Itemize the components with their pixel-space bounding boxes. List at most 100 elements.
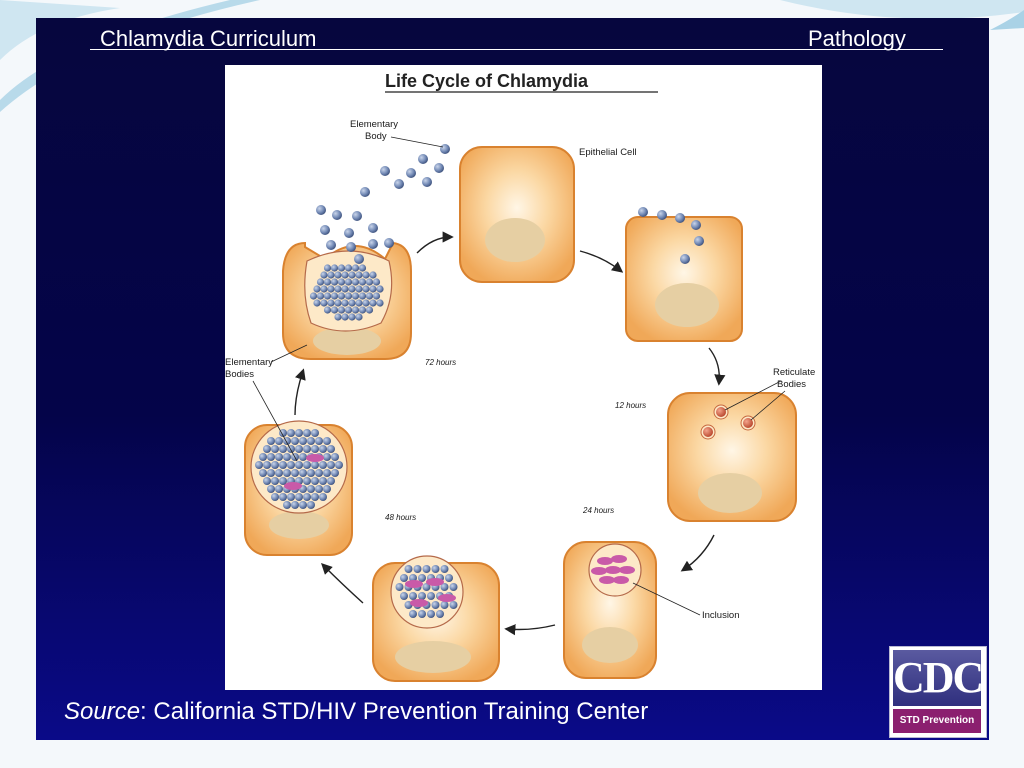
elementary-body bbox=[327, 285, 335, 293]
elementary-body bbox=[362, 271, 370, 279]
elementary-body bbox=[259, 469, 267, 477]
elementary-body bbox=[694, 236, 704, 246]
elementary-body bbox=[334, 299, 342, 307]
elementary-body bbox=[445, 574, 453, 582]
elementary-body bbox=[311, 445, 319, 453]
elementary-body bbox=[334, 271, 342, 279]
source-prefix: Source bbox=[64, 698, 141, 725]
elementary-body bbox=[418, 592, 426, 600]
label-elementary-bodies-1: Elementary bbox=[225, 357, 273, 368]
time-72-hours: 72 hours bbox=[425, 358, 456, 367]
elementary-body bbox=[291, 501, 299, 509]
elementary-body bbox=[348, 285, 356, 293]
elementary-body bbox=[358, 278, 367, 286]
elementary-body bbox=[311, 477, 319, 485]
elementary-body bbox=[279, 429, 287, 437]
elementary-body bbox=[372, 292, 381, 300]
elementary-body bbox=[440, 565, 449, 573]
arrow-attachment-to-reticulate bbox=[708, 347, 726, 386]
cdc-logo-subtitle: STD Prevention bbox=[893, 709, 981, 733]
curriculum-title: Chlamydia Curriculum bbox=[100, 26, 317, 51]
elementary-body bbox=[358, 264, 367, 272]
elementary-body bbox=[255, 461, 263, 469]
elementary-body bbox=[436, 610, 444, 618]
time-48-hours: 48 hours bbox=[385, 513, 416, 522]
elementary-body bbox=[323, 453, 331, 461]
elementary-body bbox=[440, 601, 449, 609]
elementary-body bbox=[355, 299, 363, 307]
elementary-body bbox=[327, 477, 335, 485]
elementary-body bbox=[287, 445, 295, 453]
elementary-body bbox=[348, 271, 356, 279]
elementary-body bbox=[330, 306, 339, 314]
epithelial-cell-5 bbox=[372, 555, 500, 682]
label-reticulate-bodies-1: Reticulate bbox=[773, 367, 815, 378]
elementary-body bbox=[691, 220, 701, 230]
elementary-body bbox=[315, 485, 323, 493]
elementary-body bbox=[319, 477, 327, 485]
arrow-bodies-to-lysis bbox=[294, 368, 306, 416]
label-inclusion: Inclusion bbox=[702, 610, 740, 621]
elementary-body bbox=[303, 445, 311, 453]
elementary-body bbox=[263, 477, 271, 485]
elementary-body bbox=[275, 437, 283, 445]
elementary-body bbox=[335, 461, 343, 469]
elementary-body bbox=[320, 285, 328, 293]
elementary-body bbox=[259, 453, 267, 461]
elementary-body bbox=[311, 493, 319, 501]
elementary-body bbox=[344, 264, 353, 272]
figure-title: Life Cycle of Chlamydia bbox=[385, 71, 589, 91]
inclusion bbox=[390, 555, 464, 629]
cdc-logo: CDC STD Prevention bbox=[889, 646, 987, 738]
elementary-body bbox=[369, 285, 377, 293]
elementary-body bbox=[351, 306, 360, 314]
epithelial-cell-1 bbox=[459, 146, 575, 283]
elementary-body bbox=[303, 461, 311, 469]
elementary-body bbox=[334, 285, 342, 293]
elementary-body bbox=[344, 292, 353, 300]
elementary-body bbox=[327, 461, 335, 469]
elementary-body bbox=[413, 565, 422, 573]
epithelial-cell-3 bbox=[667, 392, 797, 522]
elementary-body bbox=[291, 469, 299, 477]
elementary-body bbox=[299, 437, 307, 445]
elementary-body bbox=[279, 445, 287, 453]
elementary-body bbox=[275, 485, 283, 493]
elementary-body bbox=[422, 565, 431, 573]
elementary-body bbox=[263, 445, 271, 453]
elementary-body bbox=[358, 292, 367, 300]
elementary-body bbox=[299, 501, 307, 509]
elementary-body bbox=[279, 493, 287, 501]
elementary-body bbox=[355, 285, 363, 293]
elementary-body bbox=[271, 445, 279, 453]
elementary-body bbox=[313, 285, 321, 293]
elementary-body bbox=[323, 437, 331, 445]
arrow-maturation-to-bodies bbox=[321, 563, 364, 604]
elementary-body bbox=[303, 493, 311, 501]
elementary-body bbox=[299, 469, 307, 477]
elementary-body bbox=[409, 574, 417, 582]
released-elementary-bodies bbox=[316, 144, 450, 264]
elementary-body bbox=[315, 469, 323, 477]
elementary-body bbox=[675, 213, 685, 223]
elementary-body bbox=[657, 210, 667, 220]
elementary-body bbox=[332, 210, 342, 220]
elementary-body bbox=[418, 574, 426, 582]
epithelial-cell-7 bbox=[282, 241, 412, 360]
elementary-body bbox=[307, 501, 315, 509]
elementary-body bbox=[369, 299, 377, 307]
elementary-body bbox=[440, 583, 449, 591]
elementary-body bbox=[263, 461, 271, 469]
elementary-body bbox=[330, 278, 339, 286]
elementary-body bbox=[327, 299, 335, 307]
elementary-body bbox=[431, 601, 440, 609]
elementary-body bbox=[287, 429, 295, 437]
elementary-body bbox=[323, 264, 332, 272]
elementary-body bbox=[295, 429, 303, 437]
elementary-body bbox=[271, 461, 279, 469]
elementary-body bbox=[355, 271, 363, 279]
elementary-body bbox=[418, 154, 428, 164]
elementary-body bbox=[334, 313, 342, 321]
elementary-body bbox=[307, 437, 315, 445]
